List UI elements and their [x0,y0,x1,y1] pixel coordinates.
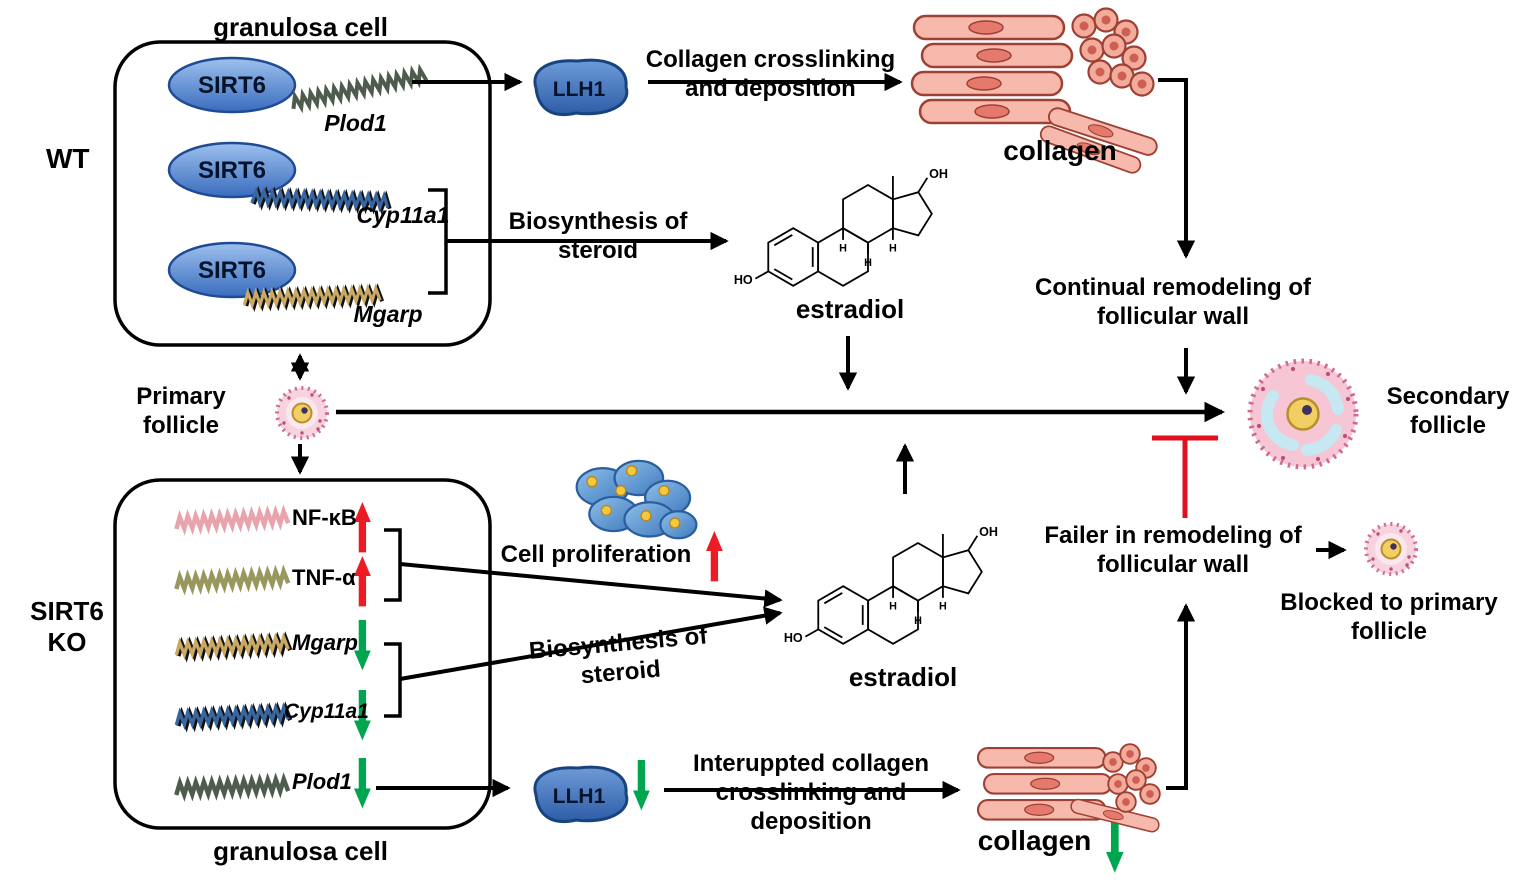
collagen-illustration-ko [976,743,1162,834]
mgarp-label-ko: Mgarp [292,630,358,655]
arrow-inflammation-to-estradiol [399,562,783,608]
bracket-ko-steroid-genes [384,642,402,718]
collagen-crosslinking-label: Collagen crosslinking and deposition [645,46,896,102]
wt-region-label: WT [46,143,90,174]
tnfa-gene-coil-ko [176,571,288,589]
sirt6-oval-mgarp: SIRT6 [167,241,297,299]
bracket-ko-inflammation-genes [384,528,402,602]
nfkb-label-ko: NF-κB [292,505,357,530]
estradiol-label-wt: estradiol [795,294,905,324]
nfkb-gene-coil-ko [176,511,288,529]
biosynthesis-label-wt: Biosynthesis of steroid [508,208,688,264]
llh1-enzyme-ko: LLH1 [533,765,629,823]
failer-remodeling-label: Failer in remodeling of follicular wall [1044,522,1302,578]
mgarp-label-wt: Mgarp [353,301,423,327]
sirt6-label: SIRT6 [198,72,266,99]
up-arrow-cell-proliferation [706,531,723,582]
interrupted-crosslinking-label: Interuppted collagen crosslinking and de… [692,750,929,835]
secondary-follicle-label: Secondary follicle [1386,383,1510,439]
blocked-primary-label: Blocked to primary follicle [1280,589,1498,645]
sirt6-label: SIRT6 [198,257,266,284]
llh1-label: LLH1 [553,785,606,808]
plod1-label-ko: Plod1 [292,769,352,794]
primary-follicle-label: Primary follicle [136,383,226,439]
plod1-label-wt: Plod1 [324,110,387,136]
sirt6-label: SIRT6 [198,157,266,184]
estradiol-label-ko: estradiol [848,662,958,692]
ko-granulosa-cell-label: granulosa cell [213,836,388,866]
plod1-gene-coil-ko [176,779,288,795]
arrow-collagen-to-remodeling [1158,78,1196,259]
estradiol-structure-ko [782,523,999,646]
collagen-label-wt: collagen [1003,135,1117,166]
collagen-label-ko: collagen [977,825,1092,856]
plod1-gene-coil-wt [288,66,429,111]
wt-granulosa-cell-label: granulosa cell [213,12,388,42]
blocked-follicle-illustration [1364,522,1418,576]
ko-region-label: SIRT6 KO [30,596,104,658]
arrow-biosynthesis-ko [399,606,783,681]
arrow-collagenko-to-failer [1166,603,1196,790]
secondary-follicle-illustration [1247,358,1359,470]
inhibition-tbar [1152,435,1218,518]
llh1-enzyme-wt: LLH1 [533,58,629,116]
cell-proliferation-label: Cell proliferation [500,541,692,568]
estradiol-structure-wt [732,165,949,288]
primary-follicle-illustration [275,386,329,440]
continual-remodeling-label: Continual remodeling of follicular wall [1035,274,1311,330]
cyp11a1-label-ko: Cyp11a1 [284,700,369,723]
sirt6-oval-plod1: SIRT6 [167,56,297,114]
tnfa-label-ko: TNF-α [292,565,356,590]
sirt6-oval-cyp11a1: SIRT6 [167,141,297,199]
ko-granulosa-cell-box [113,478,492,830]
llh1-label: LLH1 [553,78,606,101]
cell-proliferation-illustration [575,459,698,540]
wt-granulosa-cell-box [113,40,492,347]
cyp11a1-label-wt: Cyp11a1 [356,202,450,228]
down-arrow-llh1-ko [633,760,650,811]
